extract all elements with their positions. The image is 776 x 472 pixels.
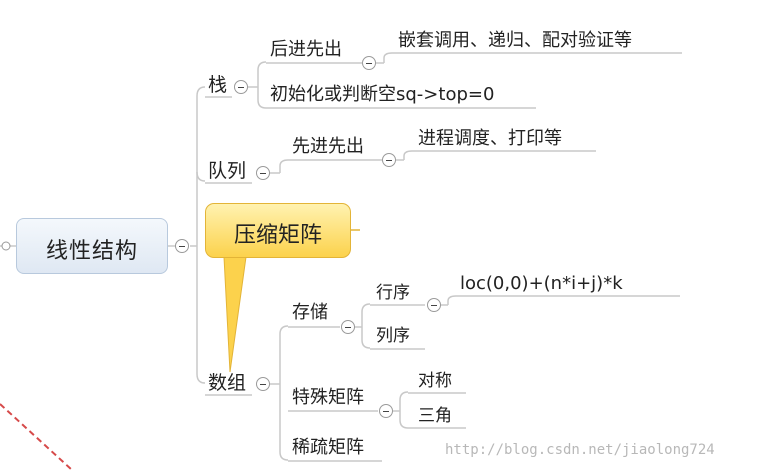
node-array[interactable]: 数组 — [208, 372, 247, 394]
queue-collapse-toggle[interactable] — [256, 166, 270, 180]
root-node[interactable]: 线性结构 — [16, 218, 168, 274]
callout-node[interactable]: 压缩矩阵 — [205, 203, 351, 258]
node-lifo[interactable]: 后进先出 — [270, 39, 342, 60]
node-fifo[interactable]: 先进先出 — [292, 136, 364, 157]
node-special-matrix[interactable]: 特殊矩阵 — [292, 387, 364, 408]
node-queue[interactable]: 队列 — [208, 160, 247, 182]
node-lifo-detail[interactable]: 嵌套调用、递归、配对验证等 — [398, 30, 632, 51]
array-collapse-toggle[interactable] — [256, 377, 270, 391]
root-label: 线性结构 — [45, 239, 138, 264]
callout-pointer — [223, 256, 247, 373]
main-trunk — [196, 86, 206, 384]
node-row-major[interactable]: 行序 — [376, 283, 410, 303]
node-triangular[interactable]: 三角 — [418, 406, 452, 426]
node-symmetric[interactable]: 对称 — [418, 371, 452, 391]
node-stack-init[interactable]: 初始化或判断空sq->top=0 — [270, 84, 495, 105]
root-left-handle — [1, 241, 11, 251]
node-fifo-detail[interactable]: 进程调度、打印等 — [418, 128, 562, 149]
watermark-text: http://blog.csdn.net/jiaolong724 — [445, 442, 715, 458]
lifo-collapse-toggle[interactable] — [362, 56, 376, 70]
row-major-collapse-toggle[interactable] — [427, 298, 441, 312]
node-storage[interactable]: 存储 — [292, 302, 328, 323]
node-sparse-matrix[interactable]: 稀疏矩阵 — [292, 437, 364, 458]
node-col-major[interactable]: 列序 — [376, 326, 410, 346]
storage-collapse-toggle[interactable] — [341, 320, 355, 334]
stack-collapse-toggle[interactable] — [234, 80, 248, 94]
dashed-relationship-line — [0, 403, 73, 471]
callout-label: 压缩矩阵 — [233, 223, 322, 248]
node-row-major-formula[interactable]: loc(0,0)+(n*i+j)*k — [460, 273, 623, 294]
special-collapse-toggle[interactable] — [379, 404, 393, 418]
fifo-collapse-toggle[interactable] — [382, 153, 396, 167]
root-collapse-toggle[interactable] — [175, 239, 189, 253]
node-stack[interactable]: 栈 — [208, 74, 228, 96]
